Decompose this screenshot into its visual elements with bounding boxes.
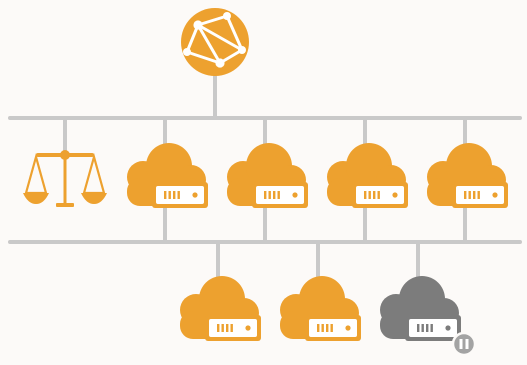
server-faceplate — [156, 186, 204, 204]
server-vents — [317, 324, 333, 332]
server-led — [192, 192, 198, 198]
server-faceplate — [256, 186, 304, 204]
cloud-server-icon — [227, 143, 308, 208]
scale-icon — [23, 150, 107, 207]
server-vents — [464, 191, 480, 199]
cloud-servers — [127, 143, 508, 357]
server-led — [292, 192, 298, 198]
server-faceplate — [209, 319, 257, 337]
cloud-server-icon — [327, 143, 408, 208]
server-faceplate — [309, 319, 357, 337]
globe-network-links — [185, 14, 244, 65]
server-led — [245, 325, 251, 331]
server-led — [345, 325, 351, 331]
cloud-server-icon — [127, 143, 208, 208]
globe-network-icon — [181, 8, 249, 76]
server-vents — [364, 191, 380, 199]
server-vents — [417, 324, 433, 332]
server-vents — [164, 191, 180, 199]
cloud-server-icon — [180, 276, 261, 341]
pause-icon — [451, 331, 477, 357]
server-led — [392, 192, 398, 198]
server-led — [445, 325, 451, 331]
cloud-server-icon — [427, 143, 508, 208]
server-faceplate — [409, 319, 457, 337]
paused-cloud-server-icon — [380, 276, 477, 357]
server-vents — [217, 324, 233, 332]
cloud-server-icon — [280, 276, 361, 341]
server-vents — [264, 191, 280, 199]
server-faceplate — [456, 186, 504, 204]
globe-network-nodes — [183, 12, 246, 68]
server-led — [492, 192, 498, 198]
server-faceplate — [356, 186, 404, 204]
